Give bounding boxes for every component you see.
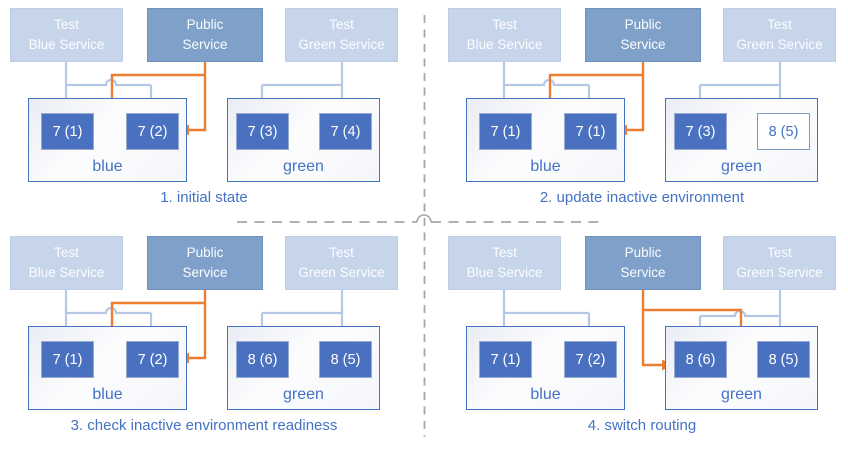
pod: 7 (1) <box>564 113 617 150</box>
service-test-green: Test Green Service <box>723 236 836 290</box>
quadrant-check-readiness: Test Blue Service Public Service Test Gr… <box>0 228 424 456</box>
environment-label: blue <box>92 386 123 403</box>
pod: 7 (2) <box>126 341 179 378</box>
step-caption: 3. check inactive environment readiness <box>70 417 338 434</box>
environment-green: 7 (3) 8 (5) green <box>665 98 818 182</box>
step-caption: 4. switch routing <box>587 417 697 434</box>
pod: 8 (6) <box>236 341 289 378</box>
service-public: Public Service <box>585 236 701 290</box>
environment-label: green <box>283 386 324 403</box>
pod: 8 (6) <box>674 341 727 378</box>
pod: 7 (1) <box>41 113 94 150</box>
service-test-blue: Test Blue Service <box>448 236 561 290</box>
environment-blue: 7 (1) 7 (2) blue <box>28 326 187 410</box>
service-test-green: Test Green Service <box>285 236 398 290</box>
quadrant-initial-state: Test Blue Service Public Service Test Gr… <box>0 0 424 228</box>
pod: 7 (2) <box>564 341 617 378</box>
pod: 8 (5) <box>757 341 810 378</box>
environment-label: blue <box>530 386 561 403</box>
environment-label: blue <box>92 158 123 175</box>
environment-label: blue <box>530 158 561 175</box>
service-test-green: Test Green Service <box>723 8 836 62</box>
environment-blue: 7 (1) 7 (2) blue <box>28 98 187 182</box>
pod: 7 (3) <box>674 113 727 150</box>
environment-blue: 7 (1) 7 (1) blue <box>466 98 625 182</box>
step-caption: 2. update inactive environment <box>539 189 745 206</box>
service-test-green: Test Green Service <box>285 8 398 62</box>
pod-starting: 8 (5) <box>757 113 810 150</box>
service-test-blue: Test Blue Service <box>10 8 123 62</box>
environment-label: green <box>283 158 324 175</box>
environment-label: green <box>721 386 762 403</box>
quadrant-switch-routing: Test Blue Service Public Service Test Gr… <box>424 228 848 456</box>
pod: 7 (1) <box>41 341 94 378</box>
service-public: Public Service <box>147 236 263 290</box>
pod: 7 (1) <box>479 341 532 378</box>
environment-green: 8 (6) 8 (5) green <box>227 326 380 410</box>
environment-green: 7 (3) 7 (4) green <box>227 98 380 182</box>
pod: 7 (3) <box>236 113 289 150</box>
environment-blue: 7 (1) 7 (2) blue <box>466 326 625 410</box>
service-test-blue: Test Blue Service <box>448 8 561 62</box>
environment-green: 8 (6) 8 (5) green <box>665 326 818 410</box>
service-public: Public Service <box>147 8 263 62</box>
pod: 7 (1) <box>479 113 532 150</box>
service-public: Public Service <box>585 8 701 62</box>
pod: 8 (5) <box>319 341 372 378</box>
pod: 7 (2) <box>126 113 179 150</box>
service-test-blue: Test Blue Service <box>10 236 123 290</box>
environment-label: green <box>721 158 762 175</box>
pod: 7 (4) <box>319 113 372 150</box>
step-caption: 1. initial state <box>160 189 248 206</box>
quadrant-update-inactive: Test Blue Service Public Service Test Gr… <box>424 0 848 228</box>
